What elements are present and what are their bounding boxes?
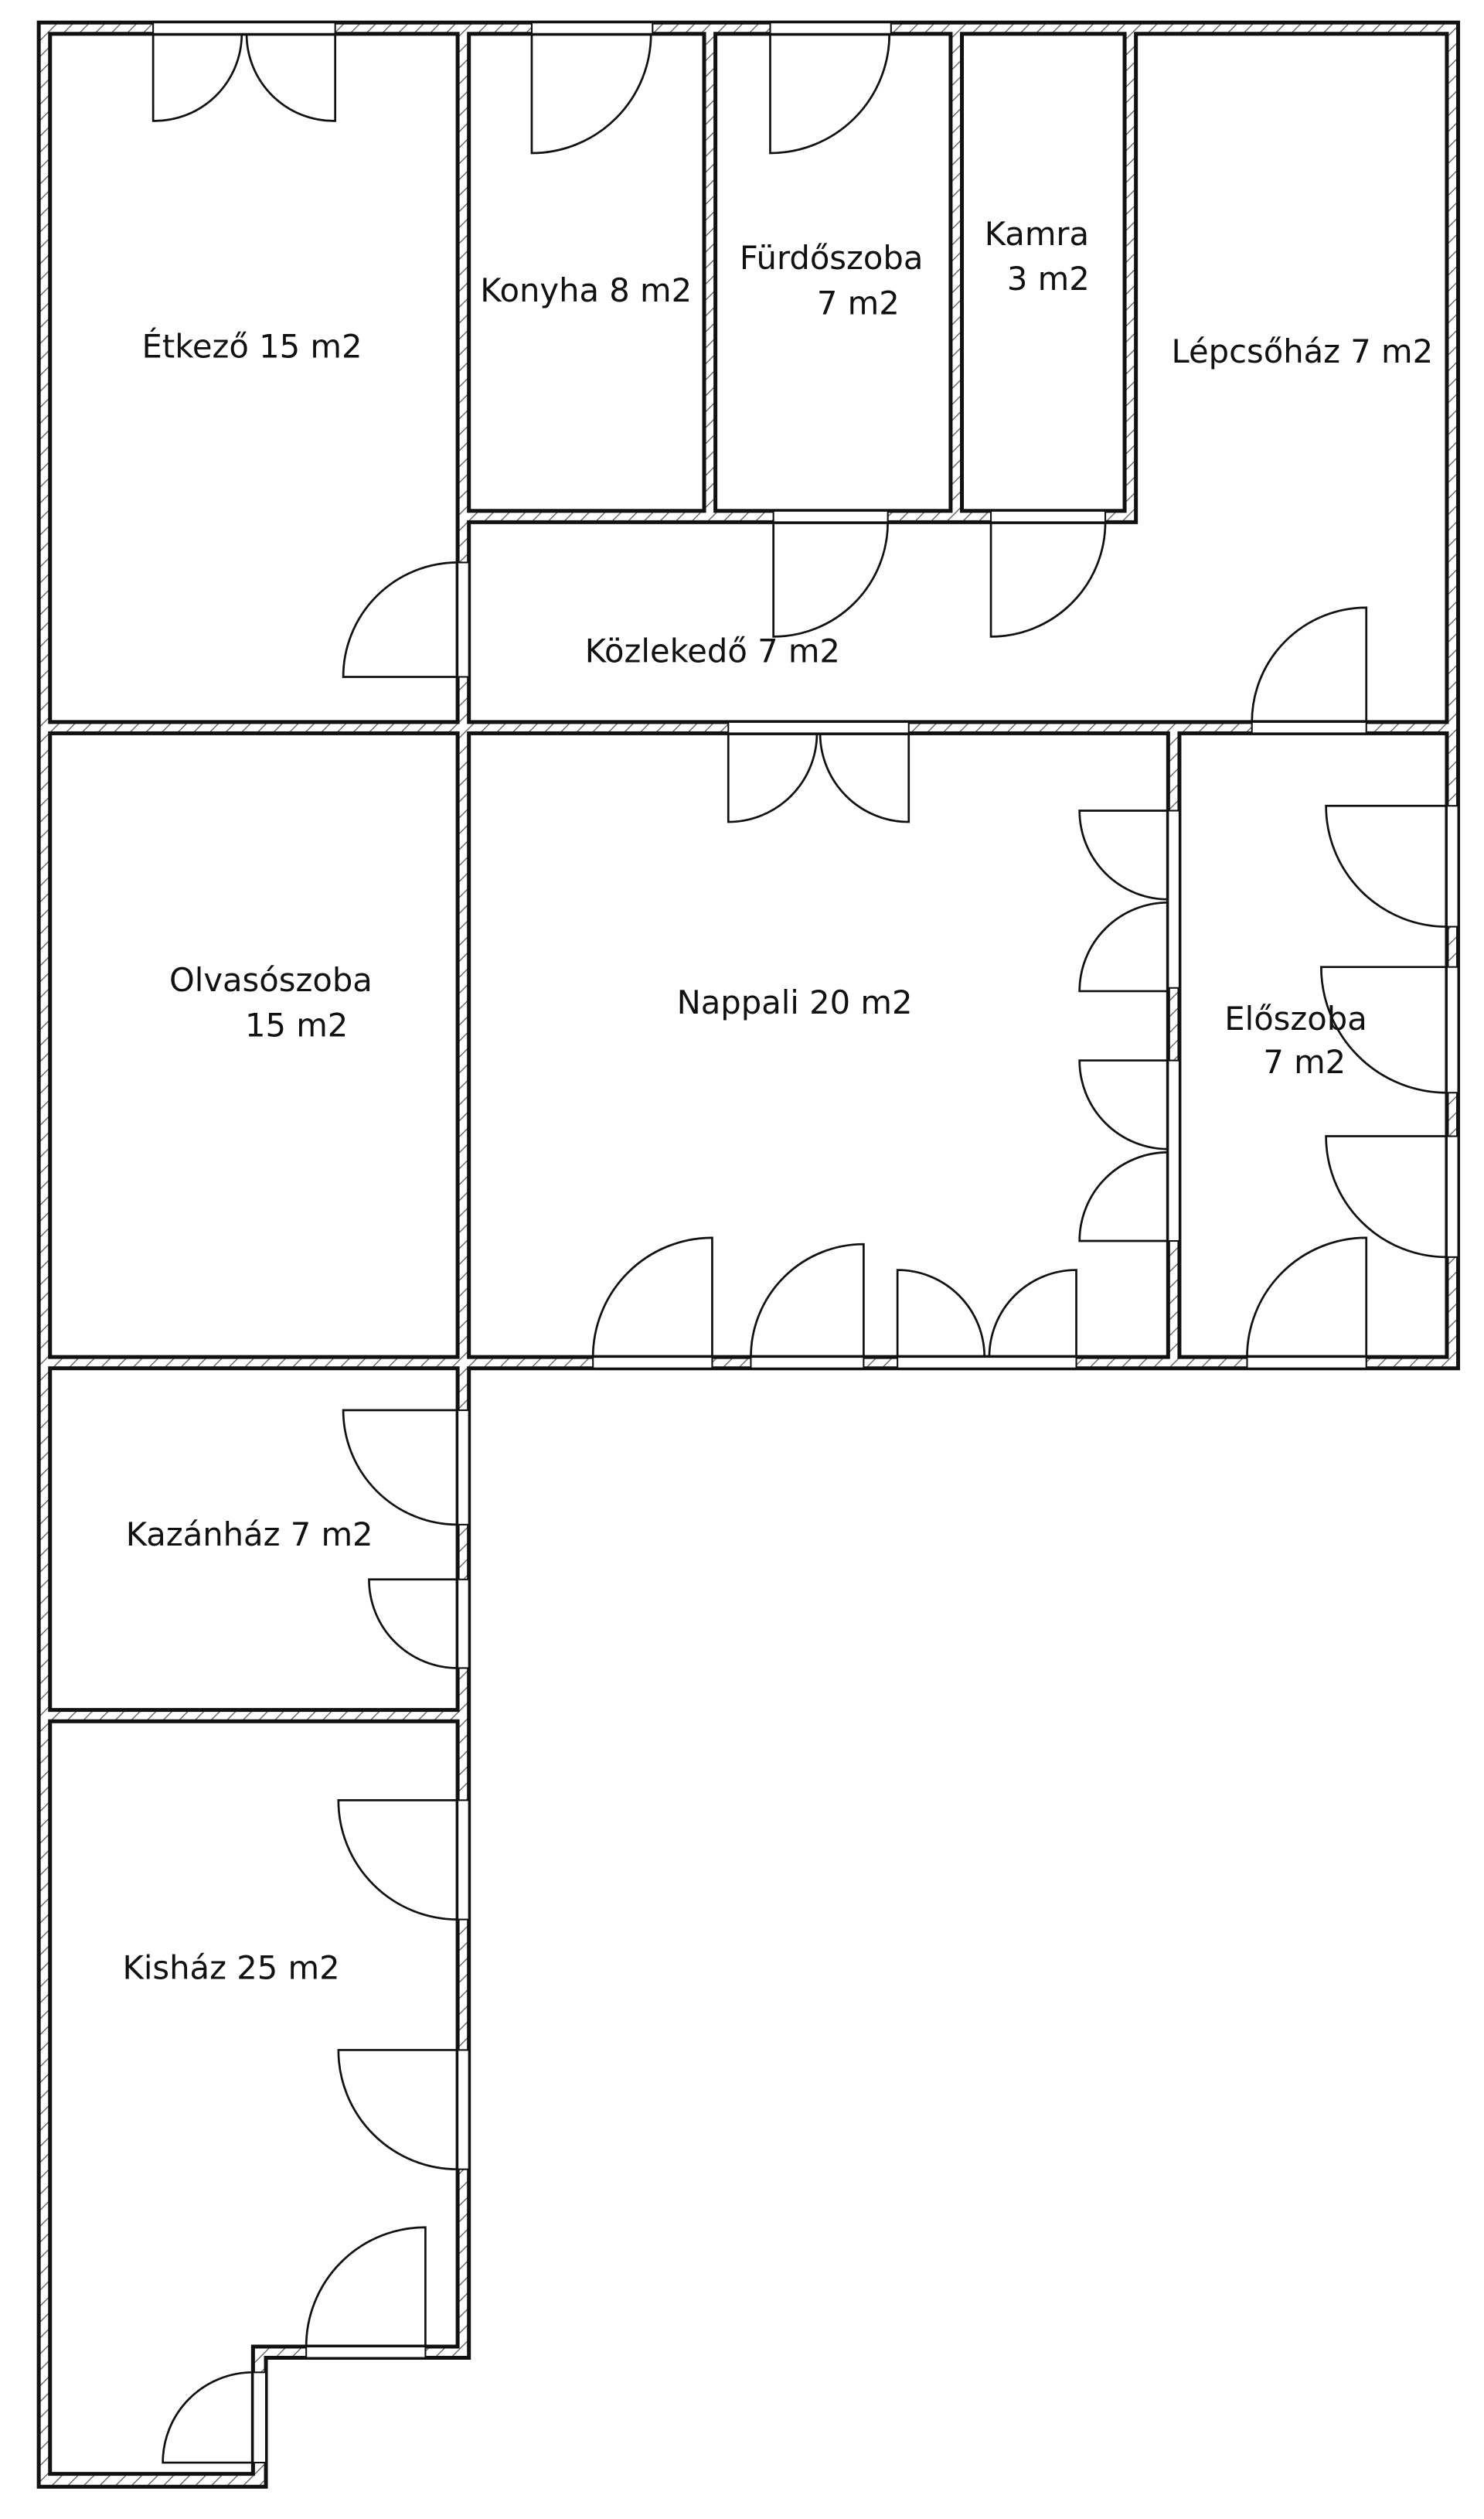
label-lepcsohaz: Lépcsőház 7 m2 — [1172, 332, 1434, 370]
label-etkezo: Étkező 15 m2 — [142, 328, 362, 366]
door-opening — [769, 22, 892, 35]
door-swing — [1078, 810, 1169, 901]
label-kishaz: Kisház 25 m2 — [123, 1949, 340, 1987]
door-swing — [1325, 1135, 1447, 1259]
label-eloszoba-area: 7 m2 — [1263, 1043, 1346, 1081]
door-opening — [1251, 721, 1367, 735]
room-kishaz — [48, 1719, 460, 2476]
room-furdoszoba — [713, 32, 953, 513]
door-swing — [1320, 966, 1447, 1094]
door-swing — [1325, 804, 1447, 928]
door-swing — [530, 33, 652, 155]
room-etkezo — [48, 32, 460, 724]
door-swing — [772, 522, 889, 638]
label-kazanhaz: Kazánház 7 m2 — [126, 1515, 373, 1553]
door-opening — [305, 2345, 427, 2359]
door-swing — [151, 33, 243, 122]
door-opening — [750, 1356, 865, 1369]
door-swing — [1246, 1236, 1368, 1358]
door-swing — [769, 33, 891, 155]
door-opening — [592, 1356, 713, 1369]
door-opening — [1167, 1059, 1180, 1242]
door-opening — [457, 2049, 470, 2170]
room-olvasoszoba — [48, 731, 460, 1359]
door-opening — [457, 561, 470, 678]
door-swing — [1078, 1059, 1169, 1150]
rooms — [48, 32, 1449, 2476]
label-olvasoszoba: Olvasószoba — [169, 961, 373, 999]
door-opening — [1445, 1135, 1459, 1258]
door-swing — [896, 1269, 986, 1358]
label-kamra: Kamra — [985, 215, 1089, 253]
label-olvasoszoba-area: 15 m2 — [245, 1006, 348, 1044]
door-opening — [457, 1409, 470, 1525]
door-swing — [337, 2049, 458, 2171]
door-swing — [591, 1236, 713, 1358]
door-swing — [1078, 901, 1169, 993]
door-opening — [772, 510, 889, 523]
door-opening — [457, 1578, 470, 1669]
room-lepcsohaz-kozlekedo — [467, 32, 1449, 724]
room-kazanhaz — [48, 1366, 460, 1713]
label-furdoszoba: Fürdőszoba — [740, 239, 924, 277]
label-nappali: Nappali 20 m2 — [677, 983, 913, 1021]
label-konyha: Konyha 8 m2 — [480, 271, 692, 309]
door-swing — [337, 1798, 458, 1921]
door-opening — [1445, 805, 1459, 928]
door-opening — [457, 1799, 470, 1921]
door-opening — [152, 22, 336, 35]
room-kamra — [960, 32, 1127, 513]
door-opening — [252, 2371, 267, 2464]
label-furdoszoba-area: 7 m2 — [817, 284, 900, 322]
door-swing — [368, 1578, 458, 1669]
door-swing — [342, 561, 458, 678]
door-swing — [1078, 1151, 1169, 1242]
door-swing — [727, 733, 819, 823]
room-konyha — [467, 32, 706, 513]
door-swing — [819, 733, 910, 823]
door-swing — [1251, 606, 1368, 722]
door-swing — [342, 1409, 458, 1526]
label-kamra-area: 3 m2 — [1007, 260, 1090, 298]
room-labels: Étkező 15 m2 Konyha 8 m2 Fürdőszoba 7 m2… — [123, 215, 1434, 1987]
doors — [151, 33, 1447, 2464]
door-swing — [988, 1269, 1077, 1358]
label-kozlekedo: Közlekedő 7 m2 — [585, 632, 840, 670]
room-eloszoba — [1177, 731, 1449, 1359]
door-openings — [152, 22, 1459, 2464]
door-swing — [750, 1242, 865, 1358]
room-nappali — [467, 731, 1170, 1359]
label-eloszoba: Előszoba — [1224, 1000, 1367, 1038]
door-opening — [897, 1356, 1077, 1369]
door-opening — [990, 510, 1107, 523]
door-opening — [530, 22, 654, 35]
door-swing — [989, 522, 1107, 638]
door-opening — [1246, 1356, 1367, 1369]
door-opening — [727, 721, 910, 735]
door-opening — [1167, 810, 1180, 989]
door-swing — [305, 2226, 427, 2347]
door-opening — [1445, 966, 1459, 1094]
door-swing — [162, 2371, 254, 2464]
door-swing — [245, 33, 337, 122]
